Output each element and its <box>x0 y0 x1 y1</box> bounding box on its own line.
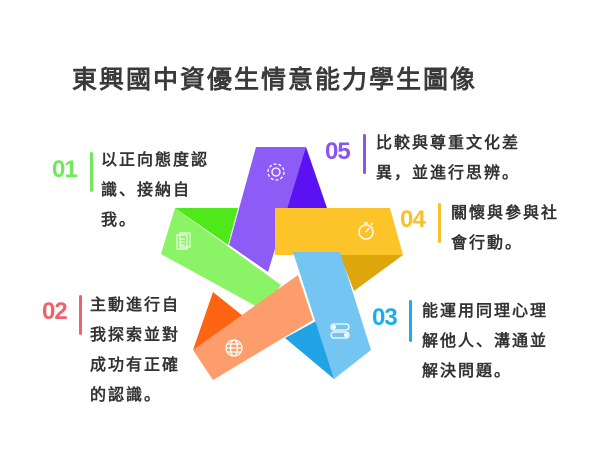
fold-purple <box>285 147 327 208</box>
toggle-icon <box>330 323 350 339</box>
item-number: 04 <box>400 206 426 233</box>
fold-orange <box>193 292 243 350</box>
item-number: 01 <box>52 156 78 183</box>
band-blue <box>293 252 371 379</box>
band-purple <box>229 147 306 272</box>
item-number: 05 <box>325 138 351 165</box>
globe-icon <box>225 339 243 357</box>
divider <box>90 152 93 192</box>
divider <box>438 203 441 243</box>
fold-yellow <box>340 255 403 291</box>
divider <box>363 134 366 174</box>
stopwatch-icon <box>358 222 374 240</box>
divider <box>409 300 412 342</box>
band-yellow <box>275 208 403 255</box>
page-title: 東興國中資優生情意能力學生圖像 <box>72 65 478 94</box>
document-icon <box>176 232 191 250</box>
item-text: 比較與尊重文化差 異，並進行思辨。 <box>376 133 521 182</box>
item-number: 03 <box>372 304 398 331</box>
band-green <box>161 208 281 310</box>
item-text: 以正向態度認 識、接納自 我。 <box>101 150 210 229</box>
item-text: 關懷與參與社 會行動。 <box>451 203 560 252</box>
item-number: 02 <box>42 298 68 325</box>
item-text: 能運用同理心理 解他人、溝通並 解決問題。 <box>422 301 549 380</box>
band-orange <box>193 275 313 380</box>
divider <box>79 295 82 335</box>
gear-icon <box>267 163 285 181</box>
item-text: 主動進行自 我探索並對 成功有正確 的認識。 <box>90 295 181 404</box>
fold-green <box>175 208 238 245</box>
